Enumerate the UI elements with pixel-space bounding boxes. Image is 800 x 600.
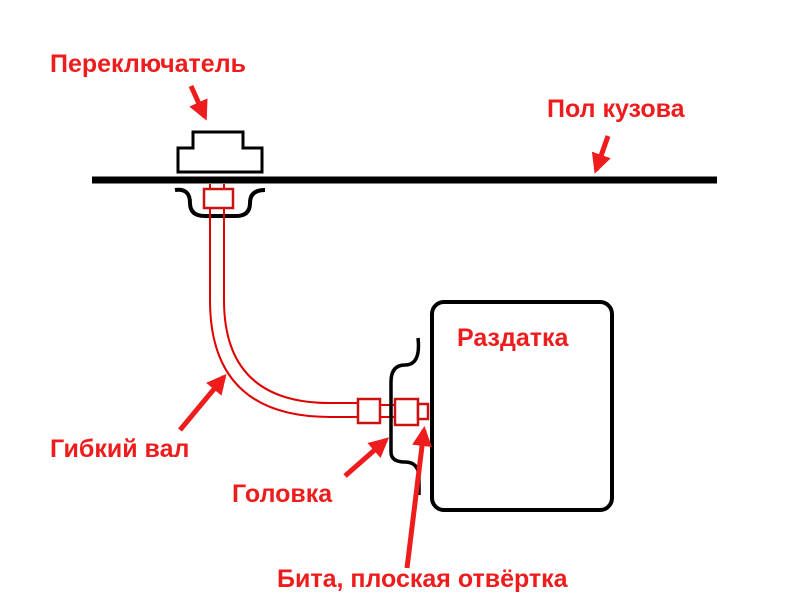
arrow-floor <box>591 135 611 174</box>
arrow-flex-shaft <box>178 373 227 432</box>
arrow-head <box>343 437 390 478</box>
flexible-shaft <box>209 184 358 418</box>
floor-bracket <box>174 187 266 218</box>
label-body-floor: Пол кузова <box>547 95 686 123</box>
transfer-case-box <box>430 300 614 512</box>
switch-coupling <box>202 187 235 210</box>
label-socket-head: Головка <box>232 480 333 508</box>
arrow-bit <box>404 426 432 569</box>
bit <box>393 397 420 427</box>
bit-tip <box>416 402 430 421</box>
label-bit: Бита, плоская отвёртка <box>277 565 569 593</box>
label-switch: Переключатель <box>50 50 246 78</box>
socket-head <box>356 397 382 425</box>
label-flex-shaft: Гибкий вал <box>50 435 189 463</box>
mount-brace <box>389 337 421 495</box>
arrow-switch <box>188 84 208 121</box>
switch-shape <box>176 130 264 174</box>
label-transfer-case: Раздатка <box>457 324 570 352</box>
